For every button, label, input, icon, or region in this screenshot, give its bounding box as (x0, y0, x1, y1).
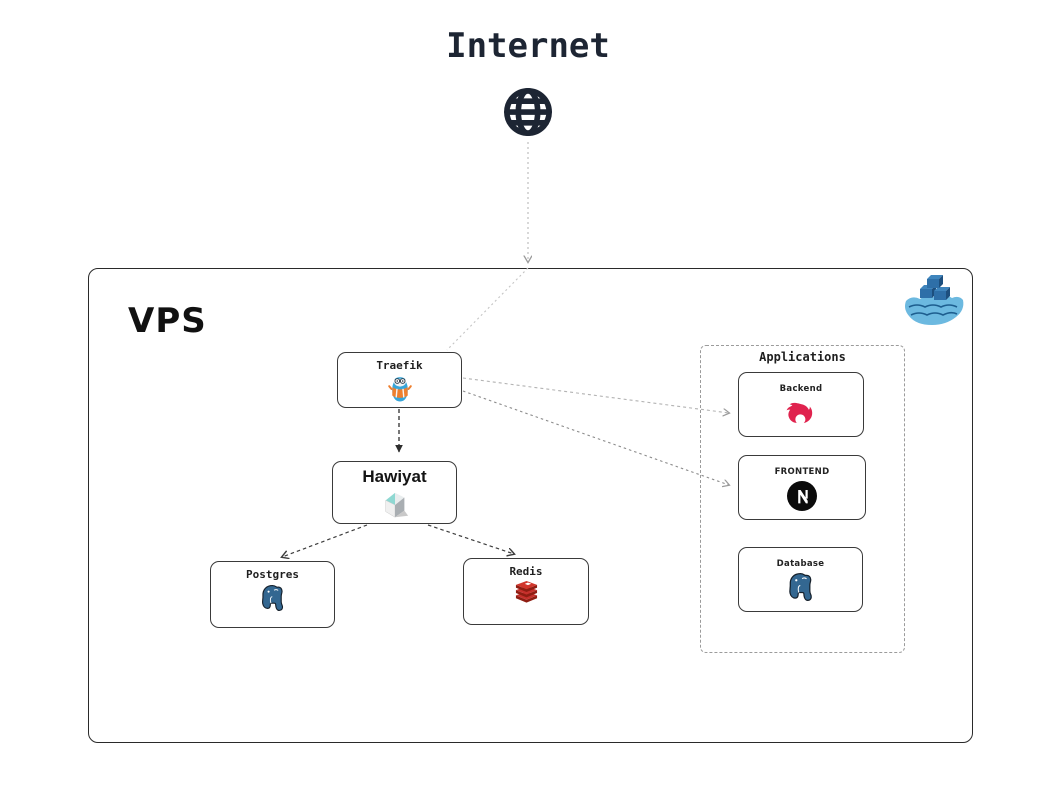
traefik-label: Traefik (376, 359, 423, 372)
backend-label: Backend (779, 384, 823, 394)
nextjs-icon (786, 480, 818, 512)
redis-label: Redis (509, 565, 543, 578)
postgresql-icon (259, 584, 286, 612)
node-backend: Backend (738, 372, 864, 437)
nestjs-icon (785, 397, 817, 427)
applications-group (700, 345, 905, 653)
postgres-label: Postgres (246, 568, 299, 581)
redis-icon (513, 581, 540, 605)
hawiyat-icon (378, 490, 412, 520)
globe-icon (501, 85, 555, 139)
postgresql-icon (786, 572, 815, 602)
frontend-label: FRONTEND (774, 467, 830, 477)
hawiyat-label: Hawiyat (362, 467, 427, 486)
node-postgres: Postgres (210, 561, 335, 628)
node-redis: Redis (463, 558, 589, 625)
database-label: Database (776, 559, 825, 569)
applications-title: Applications (759, 350, 846, 364)
internet-title: Internet (446, 26, 610, 66)
node-database: Database (738, 547, 863, 612)
vps-label: VPS (128, 301, 207, 341)
node-hawiyat: Hawiyat (332, 461, 457, 524)
node-frontend: FRONTEND (738, 455, 866, 520)
traefik-icon (387, 375, 413, 403)
node-traefik: Traefik (337, 352, 462, 408)
docker-icon (902, 271, 966, 329)
